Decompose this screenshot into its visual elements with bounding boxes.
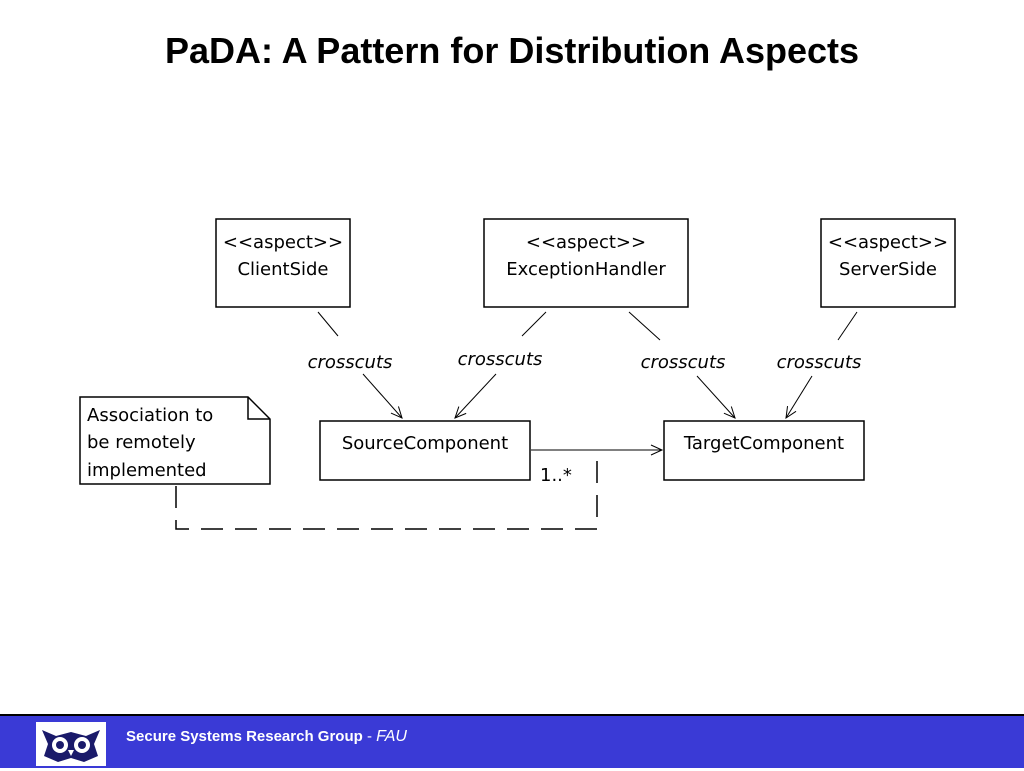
crosscuts-label-exception-right: crosscuts xyxy=(641,352,726,373)
note-line: implemented xyxy=(87,460,207,481)
crosscuts-arrow-exception-target xyxy=(696,375,736,419)
footer: Secure Systems Research Group - FAU xyxy=(0,714,1024,768)
slide-title: PaDA: A Pattern for Distribution Aspects xyxy=(164,30,860,71)
target-component: TargetComponent xyxy=(663,420,865,481)
aspect-stereotype: <<aspect>> xyxy=(223,232,343,253)
aspect-stereotype: <<aspect>> xyxy=(526,232,646,253)
source-component-name: SourceComponent xyxy=(342,433,508,454)
aspect-name: ClientSide xyxy=(237,259,328,280)
aspect-name: ServerSide xyxy=(839,259,937,280)
footer-text: Secure Systems Research Group - FAU xyxy=(126,728,407,746)
aspect-stereotype: <<aspect>> xyxy=(828,232,948,253)
note-line: Association to xyxy=(87,405,213,426)
crosscuts-label-client: crosscuts xyxy=(308,352,393,373)
crosscuts-line-exception-right-upper xyxy=(628,311,661,341)
crosscuts-arrow-server xyxy=(785,375,813,420)
footer-institution: FAU xyxy=(376,728,407,745)
aspect-client-side: <<aspect>> ClientSide xyxy=(215,218,351,308)
crosscuts-arrow-exception-source xyxy=(454,373,497,419)
aspect-exception-handler: <<aspect>> ExceptionHandler xyxy=(483,218,689,308)
target-component-name: TargetComponent xyxy=(683,433,844,454)
crosscuts-arrow-client xyxy=(362,373,403,419)
note-connector xyxy=(175,457,598,530)
aspect-server-side: <<aspect>> ServerSide xyxy=(820,218,956,308)
owl-logo-icon xyxy=(36,722,106,766)
crosscuts-label-server: crosscuts xyxy=(777,352,862,373)
uml-diagram: <<aspect>> ClientSide <<aspect>> Excepti… xyxy=(79,218,956,530)
multiplicity-label: 1..* xyxy=(540,465,572,486)
note-line: be remotely xyxy=(87,432,196,453)
footer-group: Secure Systems Research Group xyxy=(126,728,363,745)
crosscuts-line-client-upper xyxy=(317,311,339,337)
crosscuts-label-exception-left: crosscuts xyxy=(458,349,543,370)
note: Association to be remotely implemented xyxy=(79,396,271,485)
source-component: SourceComponent xyxy=(319,420,531,481)
crosscuts-line-exception-left-upper xyxy=(521,311,547,337)
footer-separator: - xyxy=(362,728,377,745)
aspect-name: ExceptionHandler xyxy=(506,259,666,280)
crosscuts-line-server-upper xyxy=(837,311,858,341)
